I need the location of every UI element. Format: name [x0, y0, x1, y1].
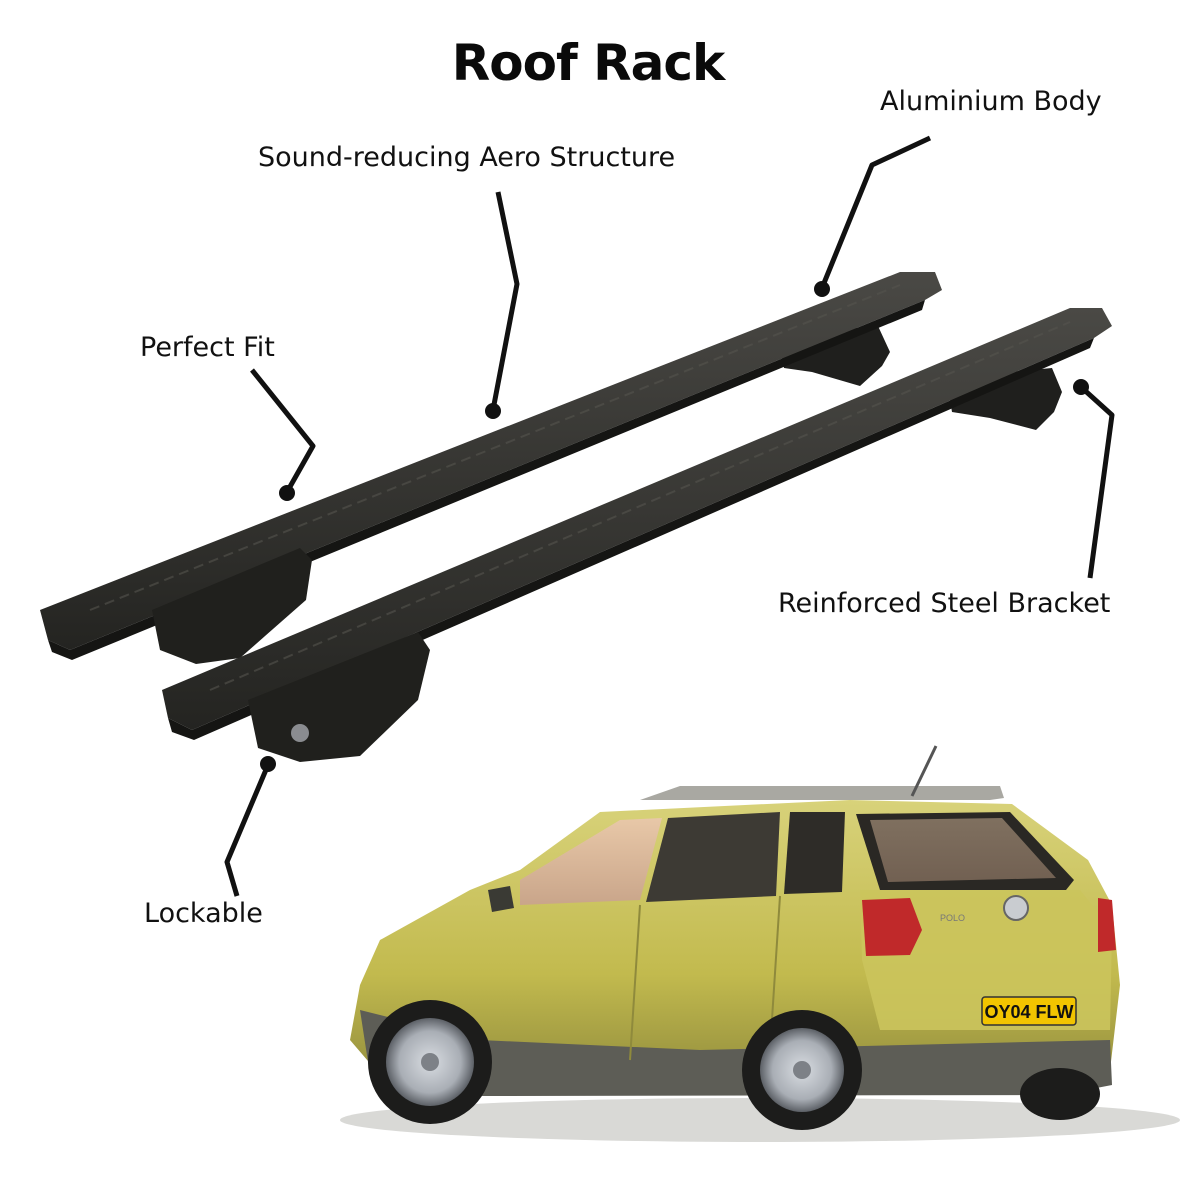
wheel-rear — [742, 1010, 862, 1130]
wheel-rear-far — [1020, 1068, 1100, 1120]
feature-label-lock: Lockable — [144, 898, 263, 929]
leader-aero — [490, 191, 520, 411]
feature-label-aero: Sound-reducing Aero Structure — [258, 142, 676, 173]
leader-dots — [260, 281, 1089, 772]
dot-body — [814, 281, 830, 297]
leader-lock — [224, 764, 271, 897]
leader-lines — [224, 135, 1115, 897]
leader-fit — [250, 368, 316, 494]
lock-cylinder-icon — [291, 724, 309, 742]
license-plate — [981, 996, 1077, 1026]
car-illustration: POLO OY04 FLW — [340, 745, 1180, 1142]
feature-label-body: Aluminium Body — [880, 86, 1102, 117]
leader-bracket — [1079, 385, 1115, 579]
page-title: Roof Rack — [451, 34, 726, 92]
model-badge: POLO — [940, 913, 965, 923]
dot-lock — [260, 756, 276, 772]
vw-logo-icon — [1003, 895, 1029, 921]
feature-label-fit: Perfect Fit — [140, 332, 275, 363]
leader-body — [819, 135, 932, 289]
dot-fit — [279, 485, 295, 501]
rack-bar-front — [162, 308, 1112, 762]
feature-label-bracket: Reinforced Steel Bracket — [778, 588, 1111, 619]
dot-bracket — [1073, 379, 1089, 395]
wheel-front — [368, 1000, 492, 1124]
license-plate-text: OY04 FLW — [984, 1002, 1073, 1022]
dot-aero — [485, 403, 501, 419]
rack-bar-rear — [40, 272, 942, 664]
